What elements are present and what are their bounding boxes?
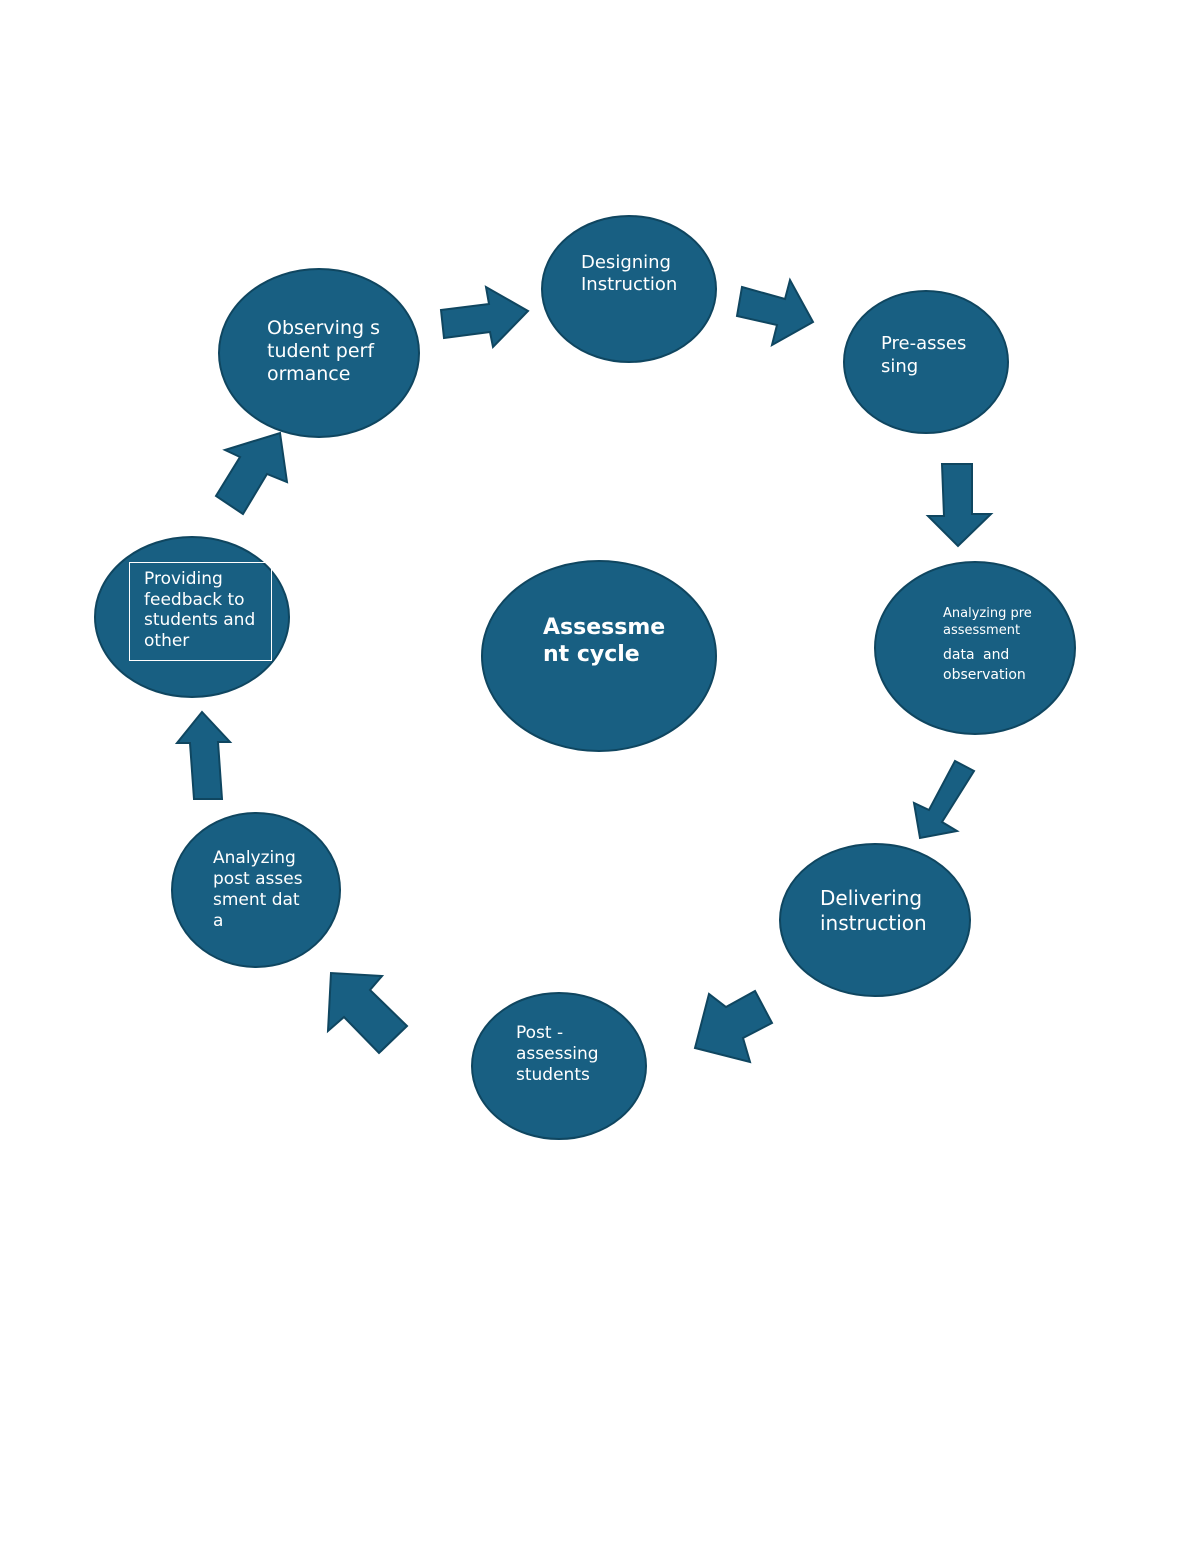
arrow-designing-to-pre-assessing (735, 277, 815, 348)
node-pre-assessing (843, 290, 1009, 434)
post-assessing-students-label: Post - assessing students (516, 1023, 599, 1085)
delivering-instruction-label: Delivering instruction (820, 886, 927, 935)
node-shapes (94, 215, 1076, 1140)
node-analyzing-pre-assessment (874, 561, 1076, 735)
arrow-post-assessing-to-analyzing-post (326, 971, 409, 1055)
node-observing-student-performance (218, 268, 420, 438)
analyzing-post-assessment-label: Analyzing post assessment data (213, 848, 303, 931)
designing-instruction-label: Designing Instruction (581, 252, 678, 295)
observing-student-performance-label: Observing student performance (267, 317, 380, 385)
pre-assessing-label: Pre-assessing (881, 333, 967, 377)
arrow-pre-assessing-to-analyzing-pre (925, 463, 994, 548)
analyzing-pre-assessment-label: Analyzing pre assessment data and observ… (943, 605, 1043, 697)
arrow-observing-to-designing (439, 285, 530, 350)
arrow-feedback-to-observing (214, 431, 289, 516)
arrow-shapes (174, 277, 994, 1064)
arrow-analyzing-pre-to-delivering (912, 759, 976, 840)
providing-feedback-label: Providing feedback to students and other (144, 569, 256, 651)
node-analyzing-post-assessment (171, 812, 341, 968)
node-delivering-instruction (779, 843, 971, 997)
arrow-analyzing-post-to-feedback (174, 710, 233, 800)
assessment-cycle-center-label: Assessment cycle (543, 615, 666, 667)
arrow-delivering-to-post-assessing (693, 989, 774, 1064)
providing-feedback-textbox (129, 562, 272, 661)
analyzing-pre-assessment-line-1: Analyzing pre assessment (943, 606, 1032, 638)
analyzing-pre-assessment-line-2: data and observation (943, 647, 1026, 683)
node-assessment-cycle-center (481, 560, 717, 752)
node-providing-feedback (94, 536, 290, 698)
node-post-assessing-students (471, 992, 647, 1140)
node-designing-instruction (541, 215, 717, 363)
